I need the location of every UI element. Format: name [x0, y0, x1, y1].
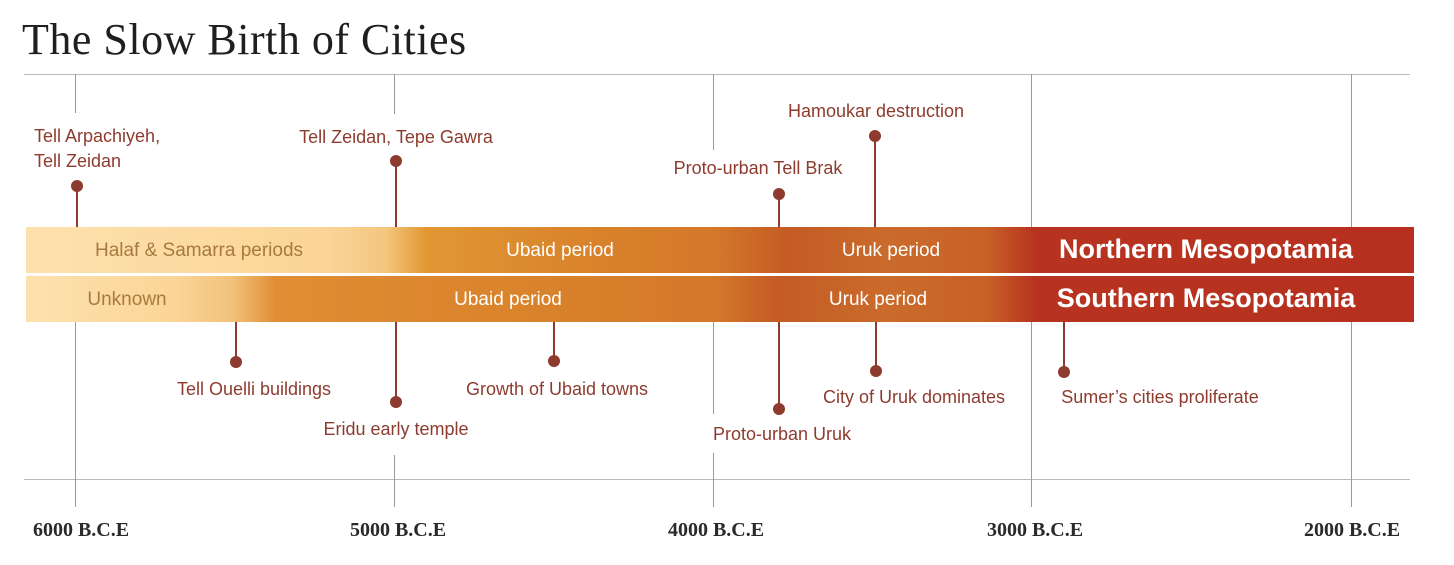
event-label: City of Uruk dominates: [822, 387, 1006, 407]
southern-region-label: Southern Mesopotamia: [1056, 283, 1356, 313]
event-label: Tell Arpachiyeh, Tell Zeidan: [34, 126, 161, 171]
northern-region-label: Northern Mesopotamia: [1058, 234, 1354, 264]
event-stem: [778, 322, 780, 409]
event-marker: [548, 355, 560, 367]
southern-period-ubaid: Ubaid period: [454, 289, 562, 310]
event-stem: [1063, 322, 1065, 372]
axis-tick-6000: 6000 B.C.E: [32, 519, 130, 541]
southern-band: [26, 276, 1414, 322]
axis-tick-4000: 4000 B.C.E: [667, 519, 765, 541]
event-stem: [395, 161, 397, 227]
northern-band: [26, 227, 1414, 273]
axis-tick-5000: 5000 B.C.E: [349, 519, 447, 541]
event-stem: [235, 322, 237, 362]
event-stem: [395, 322, 397, 402]
event-marker: [773, 403, 785, 415]
southern-period-unknown: Unknown: [87, 289, 167, 310]
event-label: Proto-urban Tell Brak: [673, 158, 843, 178]
event-label: Sumer’s cities proliferate: [1061, 387, 1259, 407]
event-marker: [390, 396, 402, 408]
southern-period-uruk: Uruk period: [828, 289, 928, 310]
top-rule: [24, 74, 1410, 75]
event-marker: [230, 356, 242, 368]
event-stem: [874, 136, 876, 227]
event-label: Proto-urban Uruk: [712, 424, 852, 444]
event-marker: [390, 155, 402, 167]
event-stem: [553, 322, 555, 361]
event-label: Eridu early temple: [323, 419, 469, 439]
event-label: Tell Zeidan, Tepe Gawra: [299, 127, 493, 147]
event-marker: [870, 365, 882, 377]
event-label: Tell Ouelli buildings: [176, 379, 332, 399]
axis-tick-3000: 3000 B.C.E: [986, 519, 1084, 541]
event-marker: [869, 130, 881, 142]
event-marker: [1058, 366, 1070, 378]
axis-rule: [24, 479, 1410, 480]
axis-tick-2000: 2000 B.C.E: [1303, 519, 1401, 541]
event-label: Growth of Ubaid towns: [465, 379, 649, 399]
page-title: The Slow Birth of Cities: [22, 15, 467, 64]
event-stem: [875, 322, 877, 371]
northern-period-ubaid: Ubaid period: [506, 240, 614, 261]
event-marker: [71, 180, 83, 192]
event-marker: [773, 188, 785, 200]
event-stem: [778, 194, 780, 227]
event-stem: [76, 186, 78, 227]
northern-period-uruk: Uruk period: [841, 240, 941, 261]
northern-period-halaf: Halaf & Samarra periods: [94, 240, 304, 261]
event-label: Hamoukar destruction: [787, 101, 965, 121]
